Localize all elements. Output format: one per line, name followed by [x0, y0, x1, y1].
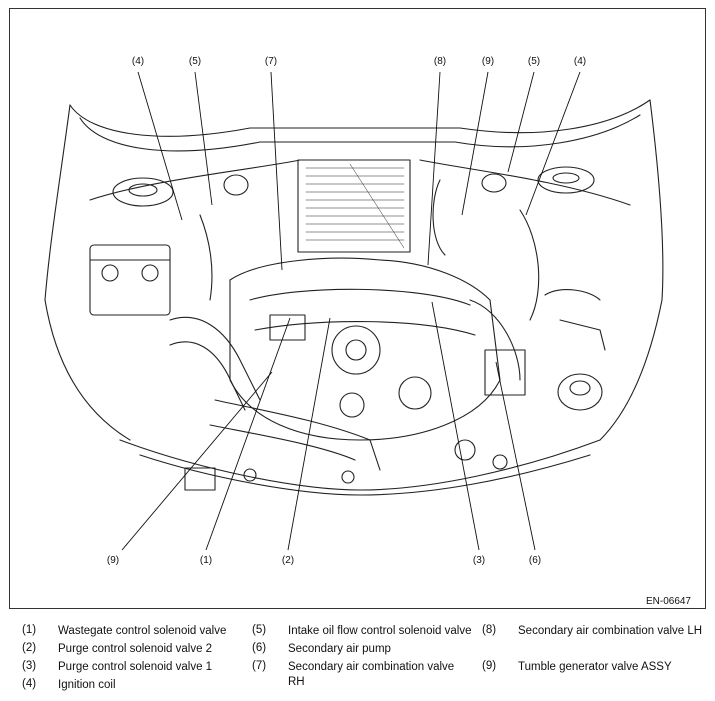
engine-block: [229, 257, 501, 441]
right-strut-tower: [537, 166, 595, 194]
legend-text: Wastegate control solenoid valve: [58, 625, 227, 637]
callout-bottom-3: (3): [472, 555, 486, 566]
legend-num: (3): [22, 660, 37, 672]
legend-text: Purge control solenoid valve 1: [58, 661, 213, 673]
callout-top-4-left: (4): [131, 56, 145, 67]
callout-top-5-left: (5): [188, 56, 202, 67]
legend-num: (6): [252, 642, 267, 654]
crank-pulley: [331, 325, 381, 375]
legend-text: Secondary air pump: [288, 643, 391, 655]
callout-top-7: (7): [264, 56, 278, 67]
air-intake-duct: [169, 316, 261, 401]
legend-num: (4): [22, 678, 37, 690]
legend-item-3: (3) Purge control solenoid valve 1: [22, 660, 258, 675]
legend-num: (1): [22, 624, 37, 636]
legend-item-2: (2) Purge control solenoid valve 2: [22, 642, 258, 657]
legend-item-9: (9) Tumble generator valve ASSY: [482, 660, 715, 675]
callout-top-8: (8): [433, 56, 447, 67]
legend-text: Purge control solenoid valve 2: [58, 643, 213, 655]
legend-item-7: (7) Secondary air combination valve RH: [252, 660, 468, 690]
callout-bottom-2: (2): [281, 555, 295, 566]
callout-top-5-right: (5): [527, 56, 541, 67]
legend-item-5: (5) Intake oil flow control solenoid val…: [252, 624, 478, 639]
alternator-pulley: [398, 376, 432, 410]
battery: [89, 244, 171, 316]
intercooler: [297, 159, 411, 253]
front-crossmember: [119, 439, 601, 491]
legend-item-6: (6) Secondary air pump: [252, 642, 478, 657]
hood-outline: [69, 99, 651, 137]
right-fender: [599, 99, 664, 441]
legend-num: (8): [482, 624, 497, 636]
callout-top-9: (9): [481, 56, 495, 67]
callout-top-4-right: (4): [573, 56, 587, 67]
legend-num: (2): [22, 642, 37, 654]
left-fender: [44, 104, 131, 441]
callout-bottom-6: (6): [528, 555, 542, 566]
diagram-frame: [9, 8, 706, 609]
legend-text: Tumble generator valve ASSY: [518, 661, 672, 673]
leader-lines: [121, 71, 581, 551]
callout-bottom-9: (9): [106, 555, 120, 566]
legend: (1) Wastegate control solenoid valve (2)…: [0, 622, 715, 701]
legend-item-4: (4) Ignition coil: [22, 678, 258, 693]
legend-num: (9): [482, 660, 497, 672]
legend-text: Secondary air combination valve RH: [288, 661, 455, 688]
legend-item-8: (8) Secondary air combination valve LH: [482, 624, 708, 639]
legend-num: (7): [252, 660, 267, 672]
reservoir-top: [481, 173, 507, 193]
figure-id: EN-06647: [645, 596, 691, 607]
legend-text: Intake oil flow control solenoid valve: [288, 625, 472, 637]
legend-item-1: (1) Wastegate control solenoid valve: [22, 624, 258, 639]
legend-num: (5): [252, 624, 267, 636]
legend-text: Secondary air combination valve LH: [518, 625, 703, 637]
reservoir-right: [557, 373, 603, 411]
legend-text: Ignition coil: [58, 679, 116, 691]
callout-bottom-1: (1): [199, 555, 213, 566]
left-strut-tower: [112, 177, 174, 207]
